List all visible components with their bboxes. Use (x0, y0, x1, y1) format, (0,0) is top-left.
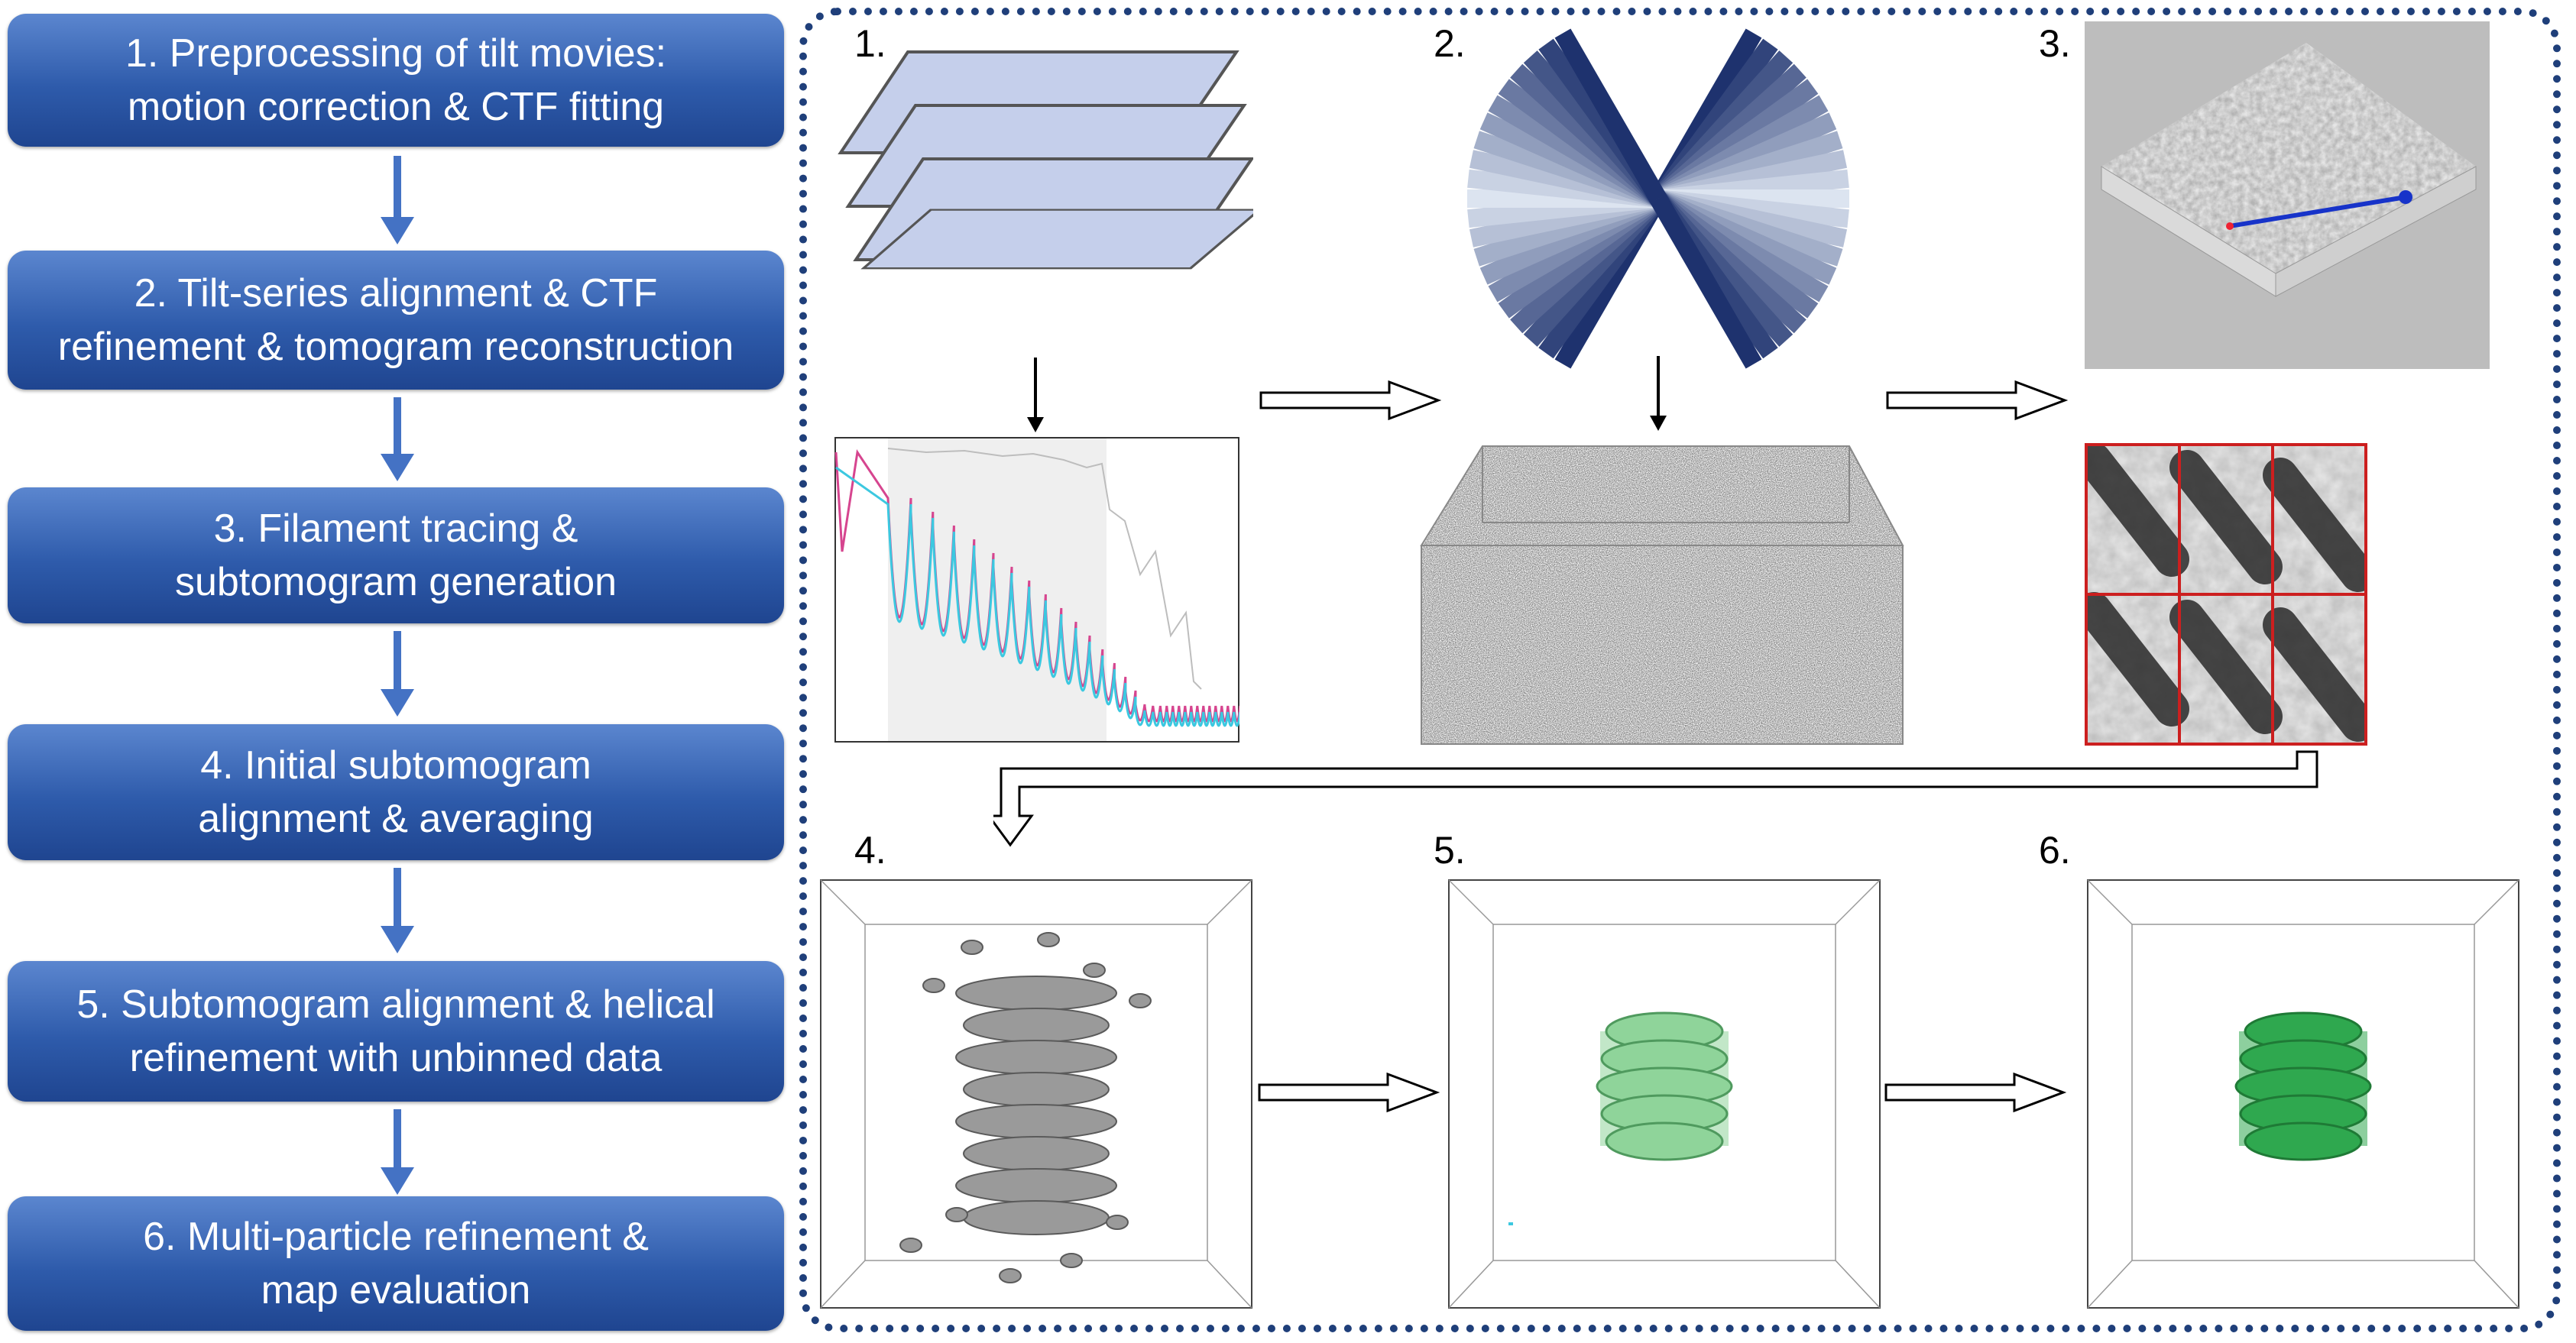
down-arrow-icon (381, 1109, 414, 1195)
step-2-line2: refinement & tomogram reconstruction (57, 325, 734, 369)
down-arrow-icon (1650, 356, 1667, 431)
ctf-fit-plot (834, 437, 1239, 743)
step-5-line2: refinement with unbinned data (129, 1036, 663, 1080)
subtomogram-grid (2085, 443, 2367, 746)
step-5-box: 5. Subtomogram alignment & helical refin… (8, 961, 784, 1102)
step-6-line1: 6. Multi-particle refinement & (143, 1215, 649, 1259)
step-1-line1: 1. Preprocessing of tilt movies: (125, 31, 667, 76)
step-1-box: 1. Preprocessing of tilt movies: motion … (8, 14, 784, 147)
step-1-line2: motion correction & CTF fitting (127, 85, 665, 129)
step-4-line1: 4. Initial subtomogram (200, 743, 591, 788)
down-arrow-icon (381, 631, 414, 717)
tilt-series-fan (1467, 28, 1849, 369)
tilt-movie-stack (838, 50, 1253, 270)
step-2-line1: 2. Tilt-series alignment & CTF (134, 271, 658, 316)
initial-average-map (820, 879, 1252, 1309)
down-arrow-icon (381, 868, 414, 953)
step-5-line1: 5. Subtomogram alignment & helical (76, 982, 715, 1027)
step-6-box: 6. Multi-particle refinement & map evalu… (8, 1196, 784, 1331)
step-3-line2: subtomogram generation (174, 560, 617, 604)
step-4-box: 4. Initial subtomogram alignment & avera… (8, 724, 784, 860)
filament-trace-line (2229, 195, 2406, 228)
illustration-frame (799, 8, 2561, 1332)
multi-particle-refined-map (2087, 879, 2519, 1309)
tomogram-volume (1420, 445, 1904, 745)
step-3-box: 3. Filament tracing & subtomogram genera… (8, 487, 784, 623)
hollow-right-arrow-icon (1886, 380, 2069, 421)
hollow-elbow-arrow-icon (993, 750, 2318, 847)
helical-refined-map (1448, 879, 1881, 1309)
step-3-line1: 3. Filament tracing & (213, 506, 578, 551)
step-2-box: 2. Tilt-series alignment & CTF refinemen… (8, 251, 784, 390)
panel-number-1: 1. (854, 22, 886, 65)
panel-number-2: 2. (1434, 22, 1466, 65)
down-arrow-icon (381, 397, 414, 481)
ctf-data-curve (835, 466, 1239, 727)
panel-number-3: 3. (2039, 22, 2071, 65)
step-4-line2: alignment & averaging (198, 797, 594, 841)
hollow-right-arrow-icon (1884, 1072, 2067, 1113)
filament-tracing-plot (2085, 21, 2490, 369)
hollow-right-arrow-icon (1258, 1072, 1440, 1113)
down-arrow-icon (381, 156, 414, 244)
hollow-right-arrow-icon (1259, 380, 1442, 421)
panel-number-5: 5. (1434, 829, 1466, 872)
down-arrow-icon (1027, 358, 1044, 432)
step-6-line2: map evaluation (261, 1268, 531, 1312)
panel-number-6: 6. (2039, 829, 2071, 872)
panel-number-4: 4. (854, 829, 886, 872)
